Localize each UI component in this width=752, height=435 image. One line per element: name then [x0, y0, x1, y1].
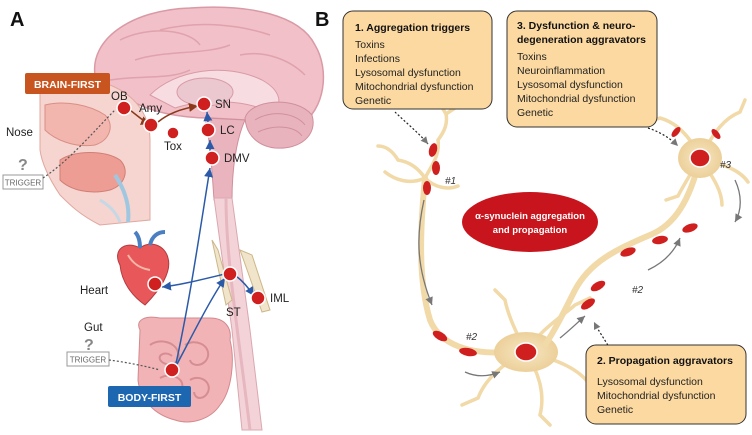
node-amy — [143, 117, 159, 133]
panel-b-letter: B — [315, 9, 329, 31]
box-aggregation-triggers: 1. Aggregation triggers Toxins Infection… — [342, 10, 493, 110]
arrow-amy-sn — [157, 102, 199, 123]
marker-1: #1 — [445, 176, 456, 187]
label-ob: OB — [111, 91, 128, 103]
head-illustration — [39, 84, 151, 226]
label-lc: LC — [220, 125, 235, 137]
svg-text:2. Propagation aggravators: 2. Propagation aggravators — [597, 355, 733, 367]
svg-text:Genetic: Genetic — [355, 95, 391, 107]
trigger-bottom: ? TRIGGER — [66, 337, 110, 367]
label-dmv: DMV — [224, 153, 250, 165]
svg-text:Mitochondrial dysfunction: Mitochondrial dysfunction — [597, 390, 716, 402]
box-propagation-aggravators: 2. Propagation aggravators Lysosomal dys… — [585, 344, 747, 425]
label-sn: SN — [215, 99, 231, 111]
arrow-st-heart — [161, 273, 226, 291]
svg-text:TRIGGER: TRIGGER — [5, 179, 42, 188]
box1-pointer — [394, 111, 429, 145]
svg-text:Toxins: Toxins — [517, 51, 547, 63]
center-ellipse: α-synuclein aggregation and propagation — [462, 192, 598, 252]
label-heart: Heart — [80, 285, 109, 297]
trigger-top-line — [42, 109, 116, 179]
label-amy: Amy — [139, 103, 162, 115]
arrow-gray-4 — [647, 237, 681, 271]
box3-pointer — [647, 127, 679, 147]
svg-text:3. Dysfunction & neuro-: 3. Dysfunction & neuro- — [517, 20, 636, 32]
arrow-lc-sn — [203, 111, 213, 123]
svg-text:1. Aggregation triggers: 1. Aggregation triggers — [355, 22, 470, 34]
svg-text:BRAIN-FIRST: BRAIN-FIRST — [34, 79, 102, 91]
svg-text:and propagation: and propagation — [493, 225, 568, 236]
node-sn — [196, 96, 212, 112]
svg-text:α-synuclein aggregation: α-synuclein aggregation — [475, 211, 585, 222]
neuron-3 — [542, 98, 750, 348]
svg-text:degeneration aggravators: degeneration aggravators — [517, 34, 646, 46]
svg-text:Genetic: Genetic — [597, 404, 633, 416]
node-iml — [250, 290, 266, 306]
arrow-gray-1 — [418, 199, 433, 306]
marker-3: #3 — [720, 160, 732, 171]
arrow-gut-dmv — [174, 167, 214, 369]
node-ob — [116, 100, 132, 116]
arrow-gray-2 — [464, 371, 501, 379]
box-dysfunction-aggravators: 3. Dysfunction & neuro- degeneration agg… — [506, 10, 658, 128]
arrow-gray-5 — [734, 179, 743, 223]
trigger-top: ? TRIGGER — [2, 157, 44, 190]
label-nose: Nose — [6, 127, 33, 139]
svg-text:Genetic: Genetic — [517, 107, 553, 119]
node-gut — [164, 362, 180, 378]
heart-illustration — [117, 230, 170, 306]
svg-text:Infections: Infections — [355, 53, 400, 65]
label-tox: Tox — [164, 141, 182, 153]
node-lc — [200, 122, 216, 138]
region-nodes — [116, 96, 266, 378]
node-heart — [147, 276, 163, 292]
label-gut: Gut — [84, 322, 103, 334]
svg-text:TRIGGER: TRIGGER — [70, 356, 107, 365]
panel-a-letter: A — [10, 9, 24, 31]
brain-first-tag: BRAIN-FIRST — [25, 73, 110, 94]
arrow-gray-3 — [559, 315, 586, 339]
svg-text:?: ? — [84, 337, 94, 354]
aggregates — [423, 127, 721, 362]
svg-text:Neuroinflammation: Neuroinflammation — [517, 65, 605, 77]
svg-text:Mitochondrial dysfunction: Mitochondrial dysfunction — [517, 93, 636, 105]
svg-text:BODY-FIRST: BODY-FIRST — [118, 392, 182, 404]
label-st: ST — [226, 307, 241, 319]
svg-text:Lysosomal dysfunction: Lysosomal dysfunction — [355, 67, 461, 79]
body-first-tag: BODY-FIRST — [108, 386, 191, 407]
svg-text:Lysosomal dysfunction: Lysosomal dysfunction — [597, 376, 703, 388]
svg-text:?: ? — [18, 157, 28, 174]
marker-2a: #2 — [466, 332, 478, 343]
trigger-bottom-line — [108, 359, 161, 371]
arrow-gut-st — [174, 277, 226, 369]
marker-2b: #2 — [632, 285, 644, 296]
node-st — [222, 266, 238, 282]
brain-illustration — [93, 6, 325, 201]
node-tox — [166, 126, 180, 140]
svg-text:Mitochondrial dysfunction: Mitochondrial dysfunction — [355, 81, 474, 93]
label-iml: IML — [270, 293, 290, 305]
svg-text:Toxins: Toxins — [355, 39, 385, 51]
node-dmv — [204, 150, 220, 166]
box2-pointer — [593, 321, 613, 353]
svg-text:Lysosomal dysfunction: Lysosomal dysfunction — [517, 79, 623, 91]
